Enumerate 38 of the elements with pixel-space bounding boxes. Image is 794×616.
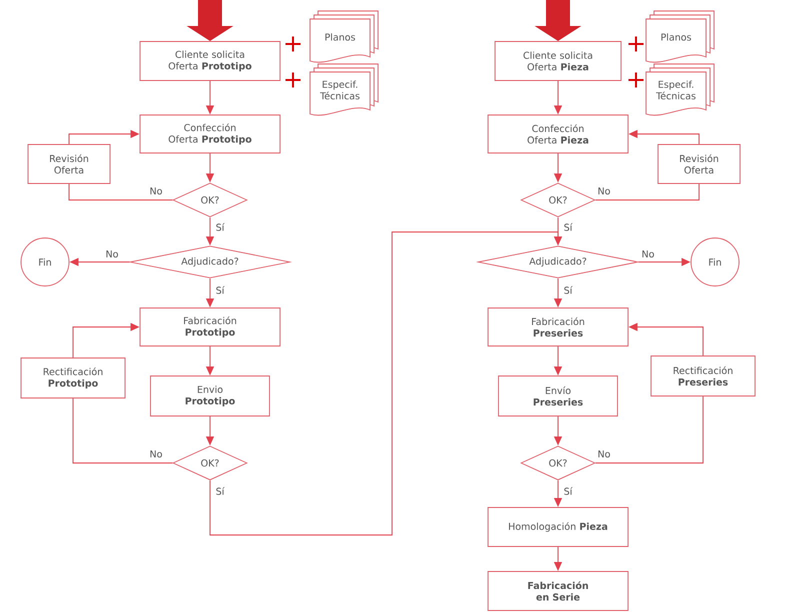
plus-sign: + xyxy=(286,72,301,88)
document-stack: Planos xyxy=(310,10,378,63)
edge-label: No xyxy=(640,249,656,259)
plus-sign: + xyxy=(286,36,301,52)
process-box: Envio Prototipo xyxy=(150,376,270,416)
document-stack: Especif. Técnicas xyxy=(310,64,378,116)
edge-label: Sí xyxy=(214,285,226,295)
process-box: Fabricación en Serie xyxy=(488,571,628,611)
process-box: Confección Oferta Pieza xyxy=(488,114,628,154)
process-box: Revisión Oferta xyxy=(28,144,110,184)
edge-label: No xyxy=(148,449,164,459)
process-box: Rectificación Preseries xyxy=(650,356,756,396)
edge-label: No xyxy=(104,249,120,259)
connector-line xyxy=(595,184,700,200)
process-box: Fabricación Prototipo xyxy=(140,308,280,346)
process-box: Rectificación Prototipo xyxy=(20,358,126,398)
document-stack: Especif. Técnicas xyxy=(646,64,714,116)
process-box: Revisión Oferta xyxy=(658,144,740,184)
plus-sign: + xyxy=(628,72,644,88)
edge-label: Sí xyxy=(562,486,574,496)
plus-sign: + xyxy=(628,36,644,52)
edge-label: Sí xyxy=(214,486,226,496)
connector-line xyxy=(595,396,704,464)
connector-line xyxy=(68,184,173,200)
edge-label: Sí xyxy=(214,222,226,232)
edge-label: No xyxy=(148,186,164,196)
process-box: Fabricación Preseries xyxy=(488,308,628,346)
edge-label: Sí xyxy=(562,222,574,232)
edge-label: Sí xyxy=(562,285,574,295)
process-box: Homologación Pieza xyxy=(488,507,628,547)
process-box: Cliente solicita Oferta Prototipo xyxy=(140,41,280,81)
edge-label: No xyxy=(596,186,612,196)
connector-line xyxy=(72,398,173,464)
process-box: Envío Preseries xyxy=(498,376,618,416)
document-stack: Planos xyxy=(646,10,714,63)
process-box: Confección Oferta Prototipo xyxy=(140,114,280,154)
process-box: Cliente solicita Oferta Pieza xyxy=(494,41,622,81)
edge-label: No xyxy=(596,449,612,459)
